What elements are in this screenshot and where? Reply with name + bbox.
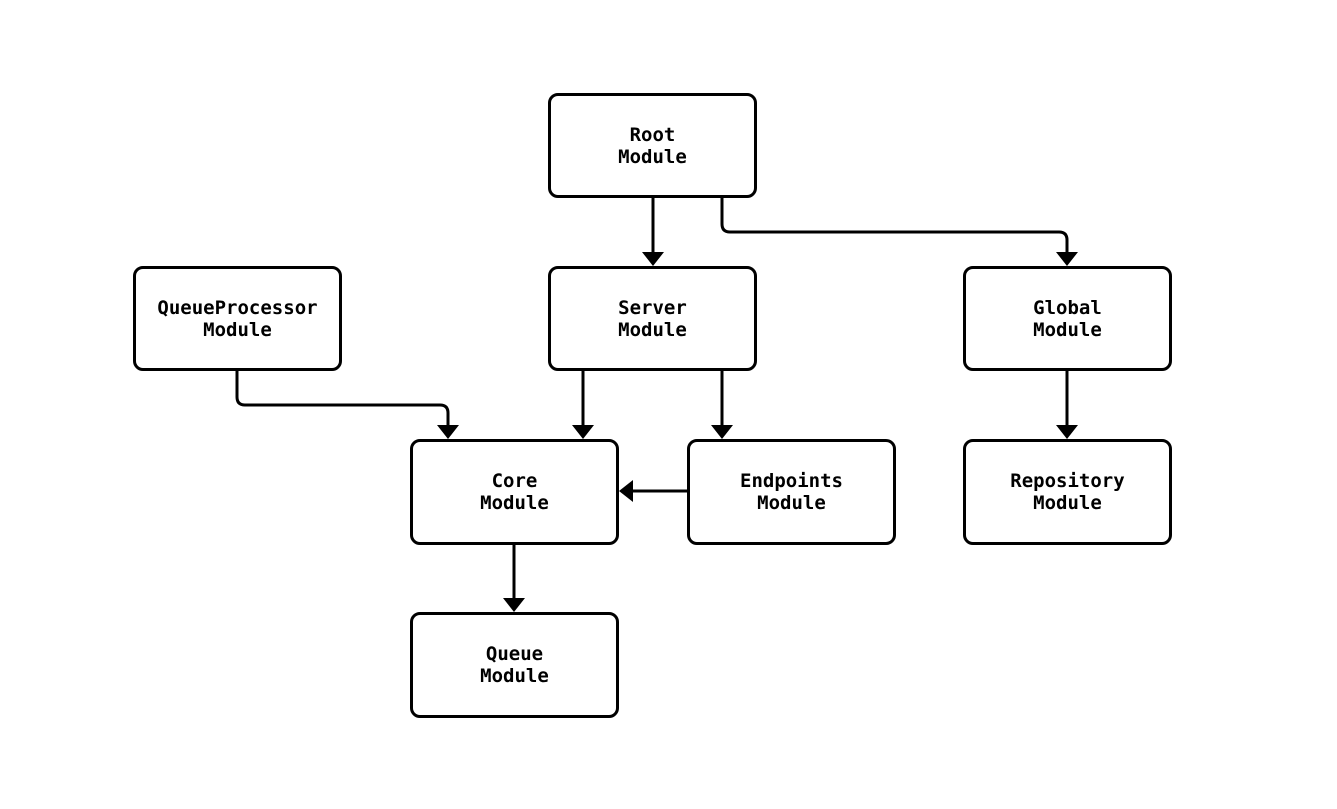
node-endpoints-module-label: Endpoints Module	[740, 470, 843, 514]
edge-root-to-global	[720, 198, 1078, 266]
node-endpoints-module: Endpoints Module	[687, 439, 896, 545]
edge-server-to-endpoints	[711, 371, 733, 439]
edge-queueprocessor-to-core	[235, 371, 459, 439]
node-queueprocessor-module-label: QueueProcessor Module	[157, 296, 318, 341]
node-global-module-label: Global Module	[1033, 296, 1102, 341]
node-global-module: Global Module	[963, 266, 1172, 371]
node-core-module-label: Core Module	[480, 470, 549, 514]
edge-root-to-server	[642, 198, 664, 266]
node-root-module: Root Module	[548, 93, 757, 198]
node-queue-module-label: Queue Module	[480, 643, 549, 687]
edge-endpoints-to-core	[619, 480, 687, 502]
node-root-module-label: Root Module	[618, 123, 687, 168]
edge-global-to-repository	[1056, 371, 1078, 439]
node-repository-module: Repository Module	[963, 439, 1172, 545]
node-core-module: Core Module	[410, 439, 619, 545]
edge-core-to-queue	[503, 545, 525, 612]
node-queue-module: Queue Module	[410, 612, 619, 718]
node-queueprocessor-module: QueueProcessor Module	[133, 266, 342, 371]
edge-server-to-core	[572, 371, 594, 439]
node-repository-module-label: Repository Module	[1010, 470, 1125, 514]
node-server-module: Server Module	[548, 266, 757, 371]
node-server-module-label: Server Module	[618, 296, 687, 341]
